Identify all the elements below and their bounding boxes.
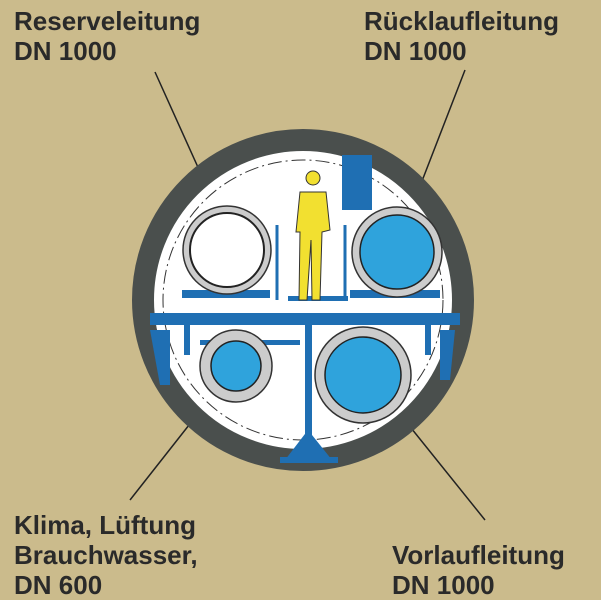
label-return: Rücklaufleitung DN 1000 [364, 6, 559, 66]
worker-figure [295, 170, 331, 301]
right-support [440, 330, 455, 380]
label-supply-size: DN 1000 [392, 570, 495, 600]
label-return-name: Rücklaufleitung [364, 6, 560, 36]
label-climate-line1: Klima, Lüftung [14, 510, 196, 540]
label-reserve-size: DN 1000 [14, 36, 117, 66]
label-climate: Klima, Lüftung Brauchwasser, DN 600 [14, 510, 198, 600]
pipe-climate [199, 329, 273, 403]
pipe-return [351, 206, 443, 298]
label-return-size: DN 1000 [364, 36, 467, 66]
pipe-supply [314, 326, 412, 424]
railings [275, 225, 347, 300]
label-climate-line2: Brauchwasser, [14, 540, 198, 570]
label-reserve: Reserveleitung DN 1000 [14, 6, 200, 66]
left-support [150, 330, 170, 385]
pipe-reserve [182, 205, 272, 295]
label-reserve-name: Reserveleitung [14, 6, 201, 36]
label-supply-name: Vorlaufleitung [392, 540, 565, 570]
label-supply: Vorlaufleitung DN 1000 [392, 540, 565, 600]
label-climate-size: DN 600 [14, 570, 103, 600]
